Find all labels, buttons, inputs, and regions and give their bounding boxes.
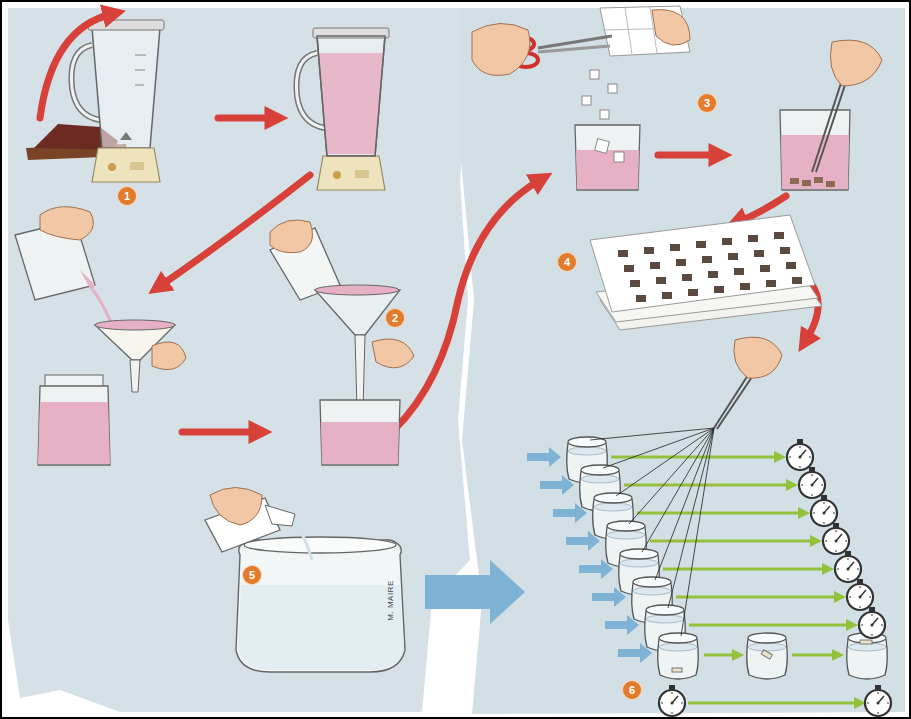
- cutting-and-soaking: [472, 6, 882, 190]
- drying-paper: [590, 215, 822, 330]
- callout-number: 5: [243, 566, 261, 584]
- peroxide-jar: [205, 488, 525, 673]
- callout-number: 2: [386, 309, 404, 327]
- right-panel: [460, 8, 905, 714]
- timing-setup: [527, 337, 891, 716]
- filtering: [15, 207, 414, 465]
- process-arrows: [40, 14, 818, 432]
- liver-and-blenders: [26, 20, 389, 190]
- callout-number: 4: [558, 253, 576, 271]
- callout-number: 3: [698, 94, 716, 112]
- callout-number: 6: [623, 681, 641, 699]
- artist-signature: M. MAIRE: [385, 580, 394, 620]
- left-panel: [8, 8, 470, 712]
- callout-number: 1: [118, 187, 136, 205]
